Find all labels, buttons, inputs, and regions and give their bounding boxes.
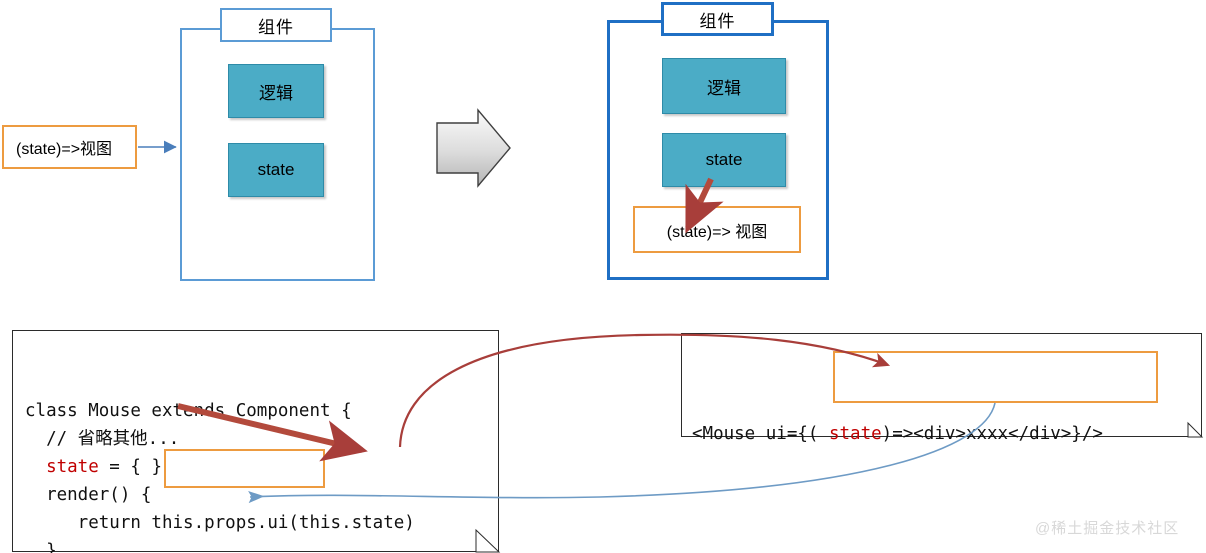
logic-block-right-label: 逻辑 <box>707 78 741 98</box>
code-right-keyword: state <box>818 424 882 444</box>
component-title-left-label: 组件 <box>258 17 294 37</box>
state-block-right: state <box>662 133 786 187</box>
state-block-right-label: state <box>705 150 743 169</box>
code-block-left-text: class Mouse extends Component { // 省略其他.… <box>13 387 498 553</box>
state-block-left: state <box>228 143 324 197</box>
code-line-1: class Mouse extends Component { <box>25 401 352 421</box>
logic-block-left: 逻辑 <box>228 64 324 118</box>
external-view-box-left: (state)=>视图 <box>2 125 137 169</box>
state-block-left-label: state <box>257 160 295 179</box>
code-line-5: return this.props.ui(this.state) <box>25 513 415 533</box>
code-line-3-post: = { } <box>98 457 162 477</box>
logic-block-left-label: 逻辑 <box>259 83 293 103</box>
watermark: @稀土掘金技术社区 <box>1035 517 1179 538</box>
code-block-right: <Mouse ui={( state)=><div>xxxx</div>}/> <box>681 333 1202 444</box>
inner-view-box-right-label: (state)=> 视图 <box>666 223 768 241</box>
code-right-pre: <Mouse ui={( <box>692 424 819 444</box>
component-title-right-label: 组件 <box>699 11 736 31</box>
code-block-left: class Mouse extends Component { // 省略其他.… <box>12 330 499 553</box>
external-view-box-left-label: (state)=>视图 <box>16 141 113 158</box>
component-title-left: 组件 <box>220 8 332 42</box>
code-line-3-pre <box>25 457 46 477</box>
code-right-post: )=><div>xxxx</div>}/> <box>881 424 1103 444</box>
code-block-right-text: <Mouse ui={( state)=><div>xxxx</div>}/> <box>682 390 1201 448</box>
logic-block-right: 逻辑 <box>662 58 786 114</box>
code-line-4: render() { <box>25 485 152 505</box>
component-title-right: 组件 <box>661 2 774 36</box>
inner-view-box-right: (state)=> 视图 <box>633 206 801 253</box>
block-arrow-right-icon <box>436 108 511 188</box>
code-line-2: // 省略其他... <box>25 429 180 449</box>
code-line-6: } <box>25 541 57 553</box>
watermark-text: @稀土掘金技术社区 <box>1035 520 1180 537</box>
code-line-3-keyword: state <box>46 457 99 477</box>
